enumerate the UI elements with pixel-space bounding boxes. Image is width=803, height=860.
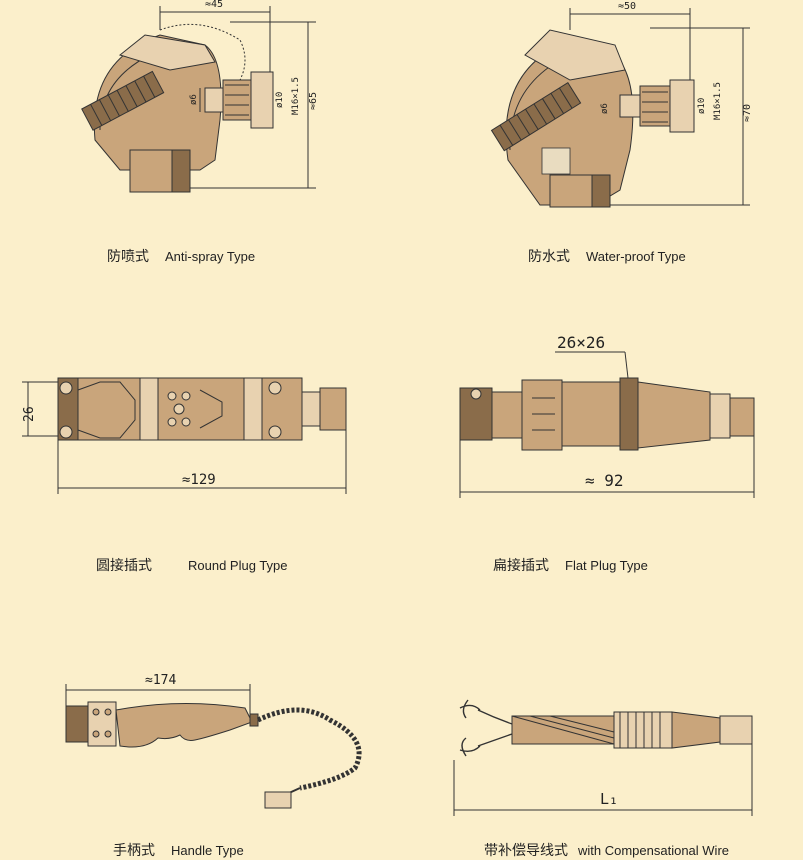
anti-spray-diagram: ≈45 ≈65 ø6 ø10 M16×1.5 bbox=[0, 0, 400, 230]
flat-plug-top-dim: 26×26 bbox=[557, 333, 605, 352]
round-plug-zh: 圆接插式 bbox=[96, 558, 152, 574]
anti-spray-zh: 防喷式 bbox=[107, 249, 149, 265]
flat-plug-drawing: 26×26 ≈ 92 bbox=[459, 333, 755, 498]
comp-wire-caption: 带补偿导线式 with Compensational Wire bbox=[484, 840, 729, 860]
comp-wire-length-dim: L₁ bbox=[600, 790, 618, 808]
round-plug-width-dim: ≈129 bbox=[182, 472, 216, 488]
comp-wire-zh: 带补偿导线式 bbox=[484, 843, 568, 859]
round-plug-caption: 圆接插式 Round Plug Type bbox=[96, 555, 288, 575]
water-proof-height-dim: ≈70 bbox=[742, 104, 753, 122]
anti-spray-drawing: ≈45 ≈65 ø6 ø10 M16×1.5 bbox=[81, 0, 319, 193]
handle-caption: 手柄式 Handle Type bbox=[113, 840, 244, 860]
water-proof-d2: ø10 bbox=[697, 98, 707, 114]
anti-spray-d1: ø6 bbox=[189, 94, 199, 105]
water-proof-drawing: ≈50 ≈70 ø6 ø10 M16×1.5 bbox=[490, 1, 753, 208]
anti-spray-d2: ø10 bbox=[275, 92, 285, 108]
handle-width-dim: ≈174 bbox=[145, 673, 176, 688]
flat-plug-zh: 扁接插式 bbox=[493, 558, 549, 574]
water-proof-caption: 防水式 Water-proof Type bbox=[528, 246, 686, 266]
water-proof-zh: 防水式 bbox=[528, 249, 570, 265]
water-proof-d1: ø6 bbox=[600, 103, 610, 114]
water-proof-thread: M16×1.5 bbox=[713, 82, 723, 120]
flat-plug-caption: 扁接插式 Flat Plug Type bbox=[493, 555, 648, 575]
handle-diagram: ≈174 bbox=[0, 660, 400, 840]
handle-drawing: ≈174 bbox=[65, 673, 362, 809]
round-plug-drawing: 26 ≈129 bbox=[22, 377, 347, 494]
anti-spray-thread: M16×1.5 bbox=[291, 77, 301, 115]
water-proof-en: Water-proof Type bbox=[586, 249, 686, 264]
water-proof-top-dim: ≈50 bbox=[618, 1, 636, 12]
comp-wire-drawing: L₁ bbox=[453, 699, 753, 816]
flat-plug-width-dim: ≈ 92 bbox=[585, 471, 624, 490]
handle-en: Handle Type bbox=[171, 843, 244, 858]
water-proof-diagram: ≈50 ≈70 ø6 ø10 M16×1.5 bbox=[400, 0, 803, 230]
flat-plug-diagram: 26×26 ≈ 92 bbox=[400, 330, 803, 530]
round-plug-en: Round Plug Type bbox=[188, 558, 288, 573]
anti-spray-top-dim: ≈45 bbox=[205, 0, 223, 10]
comp-wire-en: with Compensational Wire bbox=[578, 843, 730, 858]
comp-wire-diagram: L₁ bbox=[400, 660, 803, 840]
anti-spray-en: Anti-spray Type bbox=[165, 249, 256, 264]
flat-plug-en: Flat Plug Type bbox=[565, 558, 648, 573]
anti-spray-height-dim: ≈65 bbox=[308, 92, 319, 110]
round-plug-diagram: 26 ≈129 bbox=[0, 330, 400, 530]
round-plug-height-dim: 26 bbox=[22, 406, 37, 422]
anti-spray-caption: 防喷式 Anti-spray Type bbox=[107, 246, 255, 266]
handle-zh: 手柄式 bbox=[113, 843, 155, 859]
